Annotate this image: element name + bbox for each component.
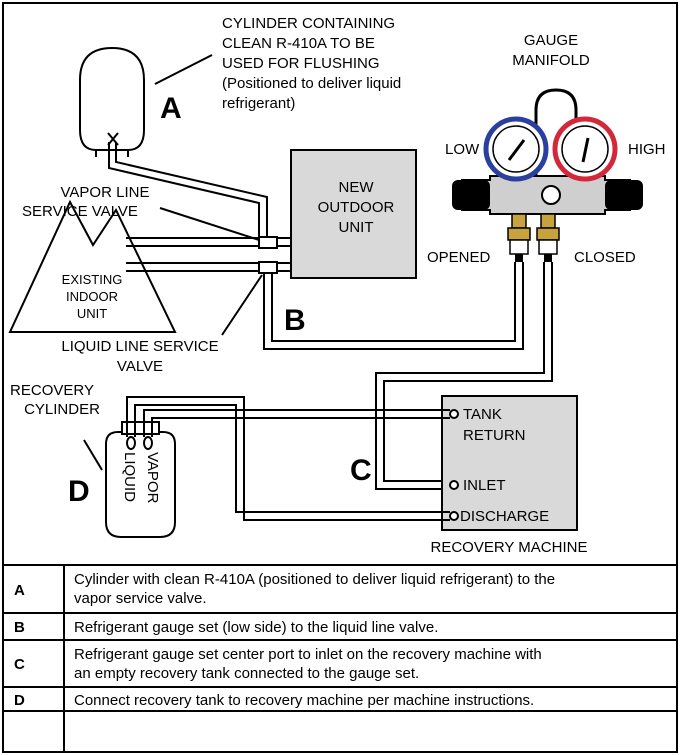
liquid-label: LIQUID: [121, 452, 138, 502]
tank-return-label-2: RETURN: [463, 427, 526, 444]
gauge-manifold: [452, 88, 643, 262]
closed-label: CLOSED: [574, 249, 636, 266]
liquid-service-valve: [258, 261, 278, 274]
vapor-label: VAPOR: [144, 452, 161, 504]
table-row-text: an empty recovery tank connected to the …: [74, 665, 419, 682]
recovery-cyl-leader: [83, 439, 103, 471]
discharge-label: DISCHARGE: [460, 508, 549, 525]
flush-hose: [108, 142, 268, 237]
vapor-valve-leader: [159, 207, 260, 241]
inlet-label: INLET: [463, 477, 506, 494]
liquid-valve-leader: [221, 274, 263, 336]
new-outdoor-label-2: OUTDOOR: [318, 199, 395, 216]
cylinder-label-5: refrigerant): [222, 95, 295, 112]
tank-return-port: [449, 409, 459, 419]
closed-valve: [536, 213, 560, 262]
legend-table: [3, 565, 677, 752]
callout-D: D: [68, 475, 90, 508]
tank-return-label-1: TANK: [463, 406, 502, 423]
low-label: LOW: [445, 141, 480, 158]
vapor-valve-label-1: VAPOR LINE: [61, 184, 150, 201]
callout-A: A: [160, 92, 182, 125]
high-label: HIGH: [628, 141, 666, 158]
callout-B: B: [284, 304, 306, 337]
vapor-service-valve: [258, 236, 278, 249]
gauge-manifold-label-1: GAUGE: [524, 32, 578, 49]
table-row-key: D: [14, 692, 25, 709]
recovery-cylinder: [105, 421, 176, 538]
inlet-port: [449, 480, 459, 490]
cylinder-label-3: USED FOR FLUSHING: [222, 55, 380, 72]
callout-C: C: [350, 454, 372, 487]
new-outdoor-label-3: UNIT: [339, 219, 374, 236]
opened-valve: [507, 213, 531, 262]
flushing-cylinder: [79, 46, 145, 157]
gauge-hose-center: [375, 262, 553, 490]
liquid-valve-label-1: LIQUID LINE SERVICE: [61, 338, 218, 355]
table-row-key: B: [14, 619, 25, 636]
existing-indoor-unit: [8, 199, 177, 333]
cylinder-label-1: CYLINDER CONTAINING: [222, 15, 395, 32]
opened-label: OPENED: [427, 249, 491, 266]
gauge-hose-low: [263, 262, 524, 350]
table-row-key: C: [14, 656, 25, 673]
table-row-text: Connect recovery tank to recovery machin…: [74, 692, 534, 709]
gauge-manifold-label-2: MANIFOLD: [512, 52, 590, 69]
existing-indoor-label-3: UNIT: [77, 306, 107, 321]
recovery-cylinder-label-1: RECOVERY: [10, 382, 94, 399]
discharge-port: [449, 511, 459, 521]
existing-indoor-label-2: INDOOR: [66, 289, 118, 304]
vapor-valve-label-2: SERVICE VALVE: [22, 203, 138, 220]
recovery-machine-label: RECOVERY MACHINE: [431, 539, 588, 556]
table-row-text: Refrigerant gauge set center port to inl…: [74, 646, 542, 663]
cylinder-label-2: CLEAN R-410A TO BE: [222, 35, 375, 52]
recovery-machine: [441, 395, 578, 531]
table-row-text: Refrigerant gauge set (low side) to the …: [74, 619, 438, 636]
table-row-text: vapor service valve.: [74, 590, 207, 607]
new-outdoor-unit: [290, 149, 417, 279]
cylinder-label-4: (Positioned to deliver liquid: [222, 75, 401, 92]
table-row-key: A: [14, 582, 25, 599]
new-outdoor-label-1: NEW: [339, 179, 375, 196]
existing-indoor-label-1: EXISTING: [62, 272, 123, 287]
liquid-valve-label-2: VALVE: [117, 358, 163, 375]
recovery-hoses: [126, 396, 450, 521]
table-row-text: Cylinder with clean R-410A (positioned t…: [74, 571, 555, 588]
recovery-cylinder-label-2: CYLINDER: [24, 401, 100, 418]
cylinder-leader-line: [154, 54, 213, 85]
